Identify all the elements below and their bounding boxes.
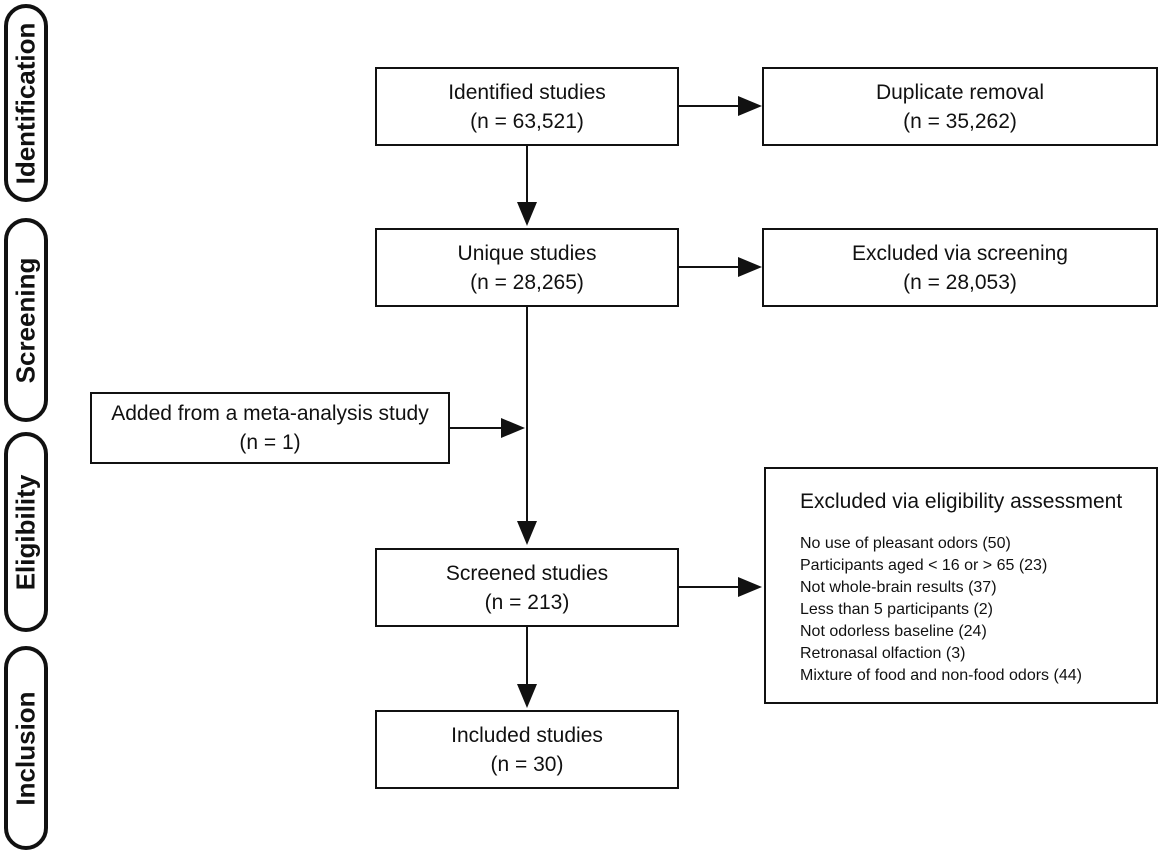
duplicate-removal-box: Duplicate removal (n = 35,262) (762, 67, 1158, 146)
exclusion-reason: No use of pleasant odors (50) (800, 535, 1011, 552)
exclusion-reason: Mixture of food and non-food odors (44) (800, 667, 1082, 684)
exclusion-reason: Not whole-brain results (37) (800, 579, 997, 596)
screened-studies-count: (n = 213) (484, 590, 570, 614)
excluded-screening-box: Excluded via screening (n = 28,053) (762, 228, 1158, 307)
stage-eligibility: Eligibility (4, 432, 48, 632)
included-studies-label: Included studies (451, 723, 603, 747)
identified-studies-label: Identified studies (448, 80, 606, 104)
added-meta-analysis-box: Added from a meta-analysis study (n = 1) (90, 392, 450, 464)
unique-studies-label: Unique studies (457, 241, 597, 265)
excluded-eligibility-title: Excluded via eligibility assessment (800, 490, 1123, 513)
exclusion-reason: Participants aged < 16 or > 65 (23) (800, 557, 1048, 574)
exclusion-reason: Retronasal olfaction (3) (800, 645, 966, 662)
excluded-screening-label: Excluded via screening (852, 241, 1068, 265)
exclusion-reasons-list: No use of pleasant odors (50) Participan… (800, 533, 1156, 687)
identified-studies-count: (n = 63,521) (470, 109, 584, 133)
excluded-screening-count: (n = 28,053) (903, 270, 1017, 294)
duplicate-removal-count: (n = 35,262) (903, 109, 1017, 133)
stage-screening: Screening (4, 218, 48, 422)
stage-identification: Identification (4, 4, 48, 202)
included-studies-box: Included studies (n = 30) (375, 710, 679, 789)
screened-studies-label: Screened studies (445, 561, 609, 585)
exclusion-reason: Not odorless baseline (24) (800, 623, 987, 640)
added-meta-analysis-label: Added from a meta-analysis study (111, 402, 429, 425)
stage-inclusion: Inclusion (4, 646, 48, 850)
added-meta-analysis-count: (n = 1) (239, 431, 301, 454)
unique-studies-count: (n = 28,265) (470, 270, 584, 294)
unique-studies-box: Unique studies (n = 28,265) (375, 228, 679, 307)
screened-studies-box: Screened studies (n = 213) (375, 548, 679, 627)
exclusion-reason: Less than 5 participants (2) (800, 601, 993, 618)
identified-studies-box: Identified studies (n = 63,521) (375, 67, 679, 146)
duplicate-removal-label: Duplicate removal (875, 80, 1045, 104)
excluded-eligibility-box: Excluded via eligibility assessment No u… (764, 467, 1158, 704)
included-studies-count: (n = 30) (490, 752, 564, 776)
